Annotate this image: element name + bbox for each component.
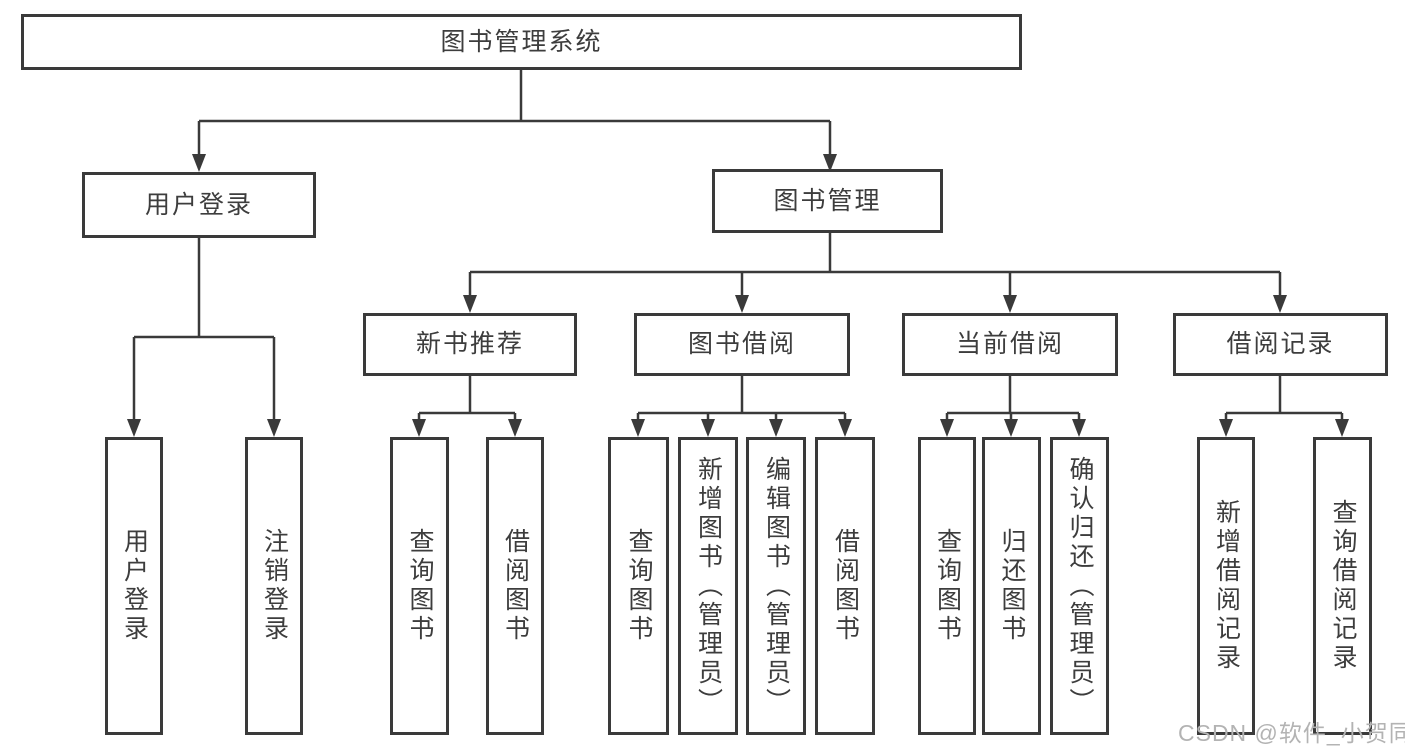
node-book-borrowing: 图书借阅 (634, 313, 850, 376)
leaf-add-borrowing-record: 新增借阅记录 (1197, 437, 1255, 735)
leaf-confirm-return-admin: 确认归还（管理员） (1050, 437, 1109, 735)
leaf-query-books-recommend: 查询图书 (390, 437, 449, 735)
leaf-query-books-borrowing: 查询图书 (608, 437, 669, 735)
leaf-borrow-books-recommend: 借阅图书 (486, 437, 544, 735)
leaf-query-borrowing-record: 查询借阅记录 (1313, 437, 1372, 735)
leaf-return-books: 归还图书 (982, 437, 1041, 735)
node-new-book-recommend: 新书推荐 (363, 313, 577, 376)
node-current-borrowing: 当前借阅 (902, 313, 1118, 376)
leaf-logout: 注销登录 (245, 437, 303, 735)
node-book-management: 图书管理 (712, 169, 943, 233)
leaf-add-books-admin: 新增图书（管理员） (678, 437, 738, 735)
node-borrowing-records: 借阅记录 (1173, 313, 1388, 376)
leaf-query-books-current: 查询图书 (918, 437, 976, 735)
leaf-edit-books-admin: 编辑图书（管理员） (746, 437, 806, 735)
node-user-login: 用户登录 (82, 172, 316, 238)
leaf-borrow-books: 借阅图书 (815, 437, 875, 735)
node-library-management-system: 图书管理系统 (21, 14, 1022, 70)
leaf-user-login: 用户登录 (105, 437, 163, 735)
csdn-watermark: CSDN @软件_小贺同学 (1178, 720, 1405, 746)
